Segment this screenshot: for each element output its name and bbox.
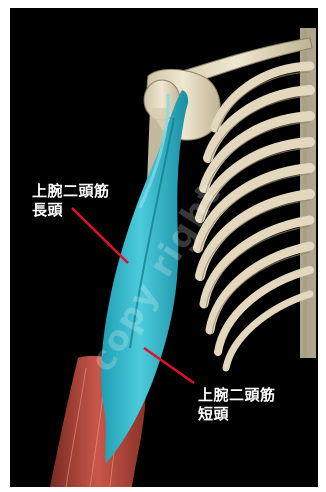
label-short-line2: 短頭	[198, 405, 276, 424]
label-biceps-short-head: 上腕二頭筋 短頭	[198, 386, 276, 424]
label-biceps-long-head: 上腕二頭筋 長頭	[32, 182, 110, 220]
anatomy-illustration: copy right 上腕二頭筋 長頭 上腕二頭筋 短頭	[10, 8, 318, 487]
label-long-line1: 上腕二頭筋	[32, 182, 110, 201]
label-long-line2: 長頭	[32, 201, 110, 220]
label-short-line1: 上腕二頭筋	[198, 386, 276, 405]
